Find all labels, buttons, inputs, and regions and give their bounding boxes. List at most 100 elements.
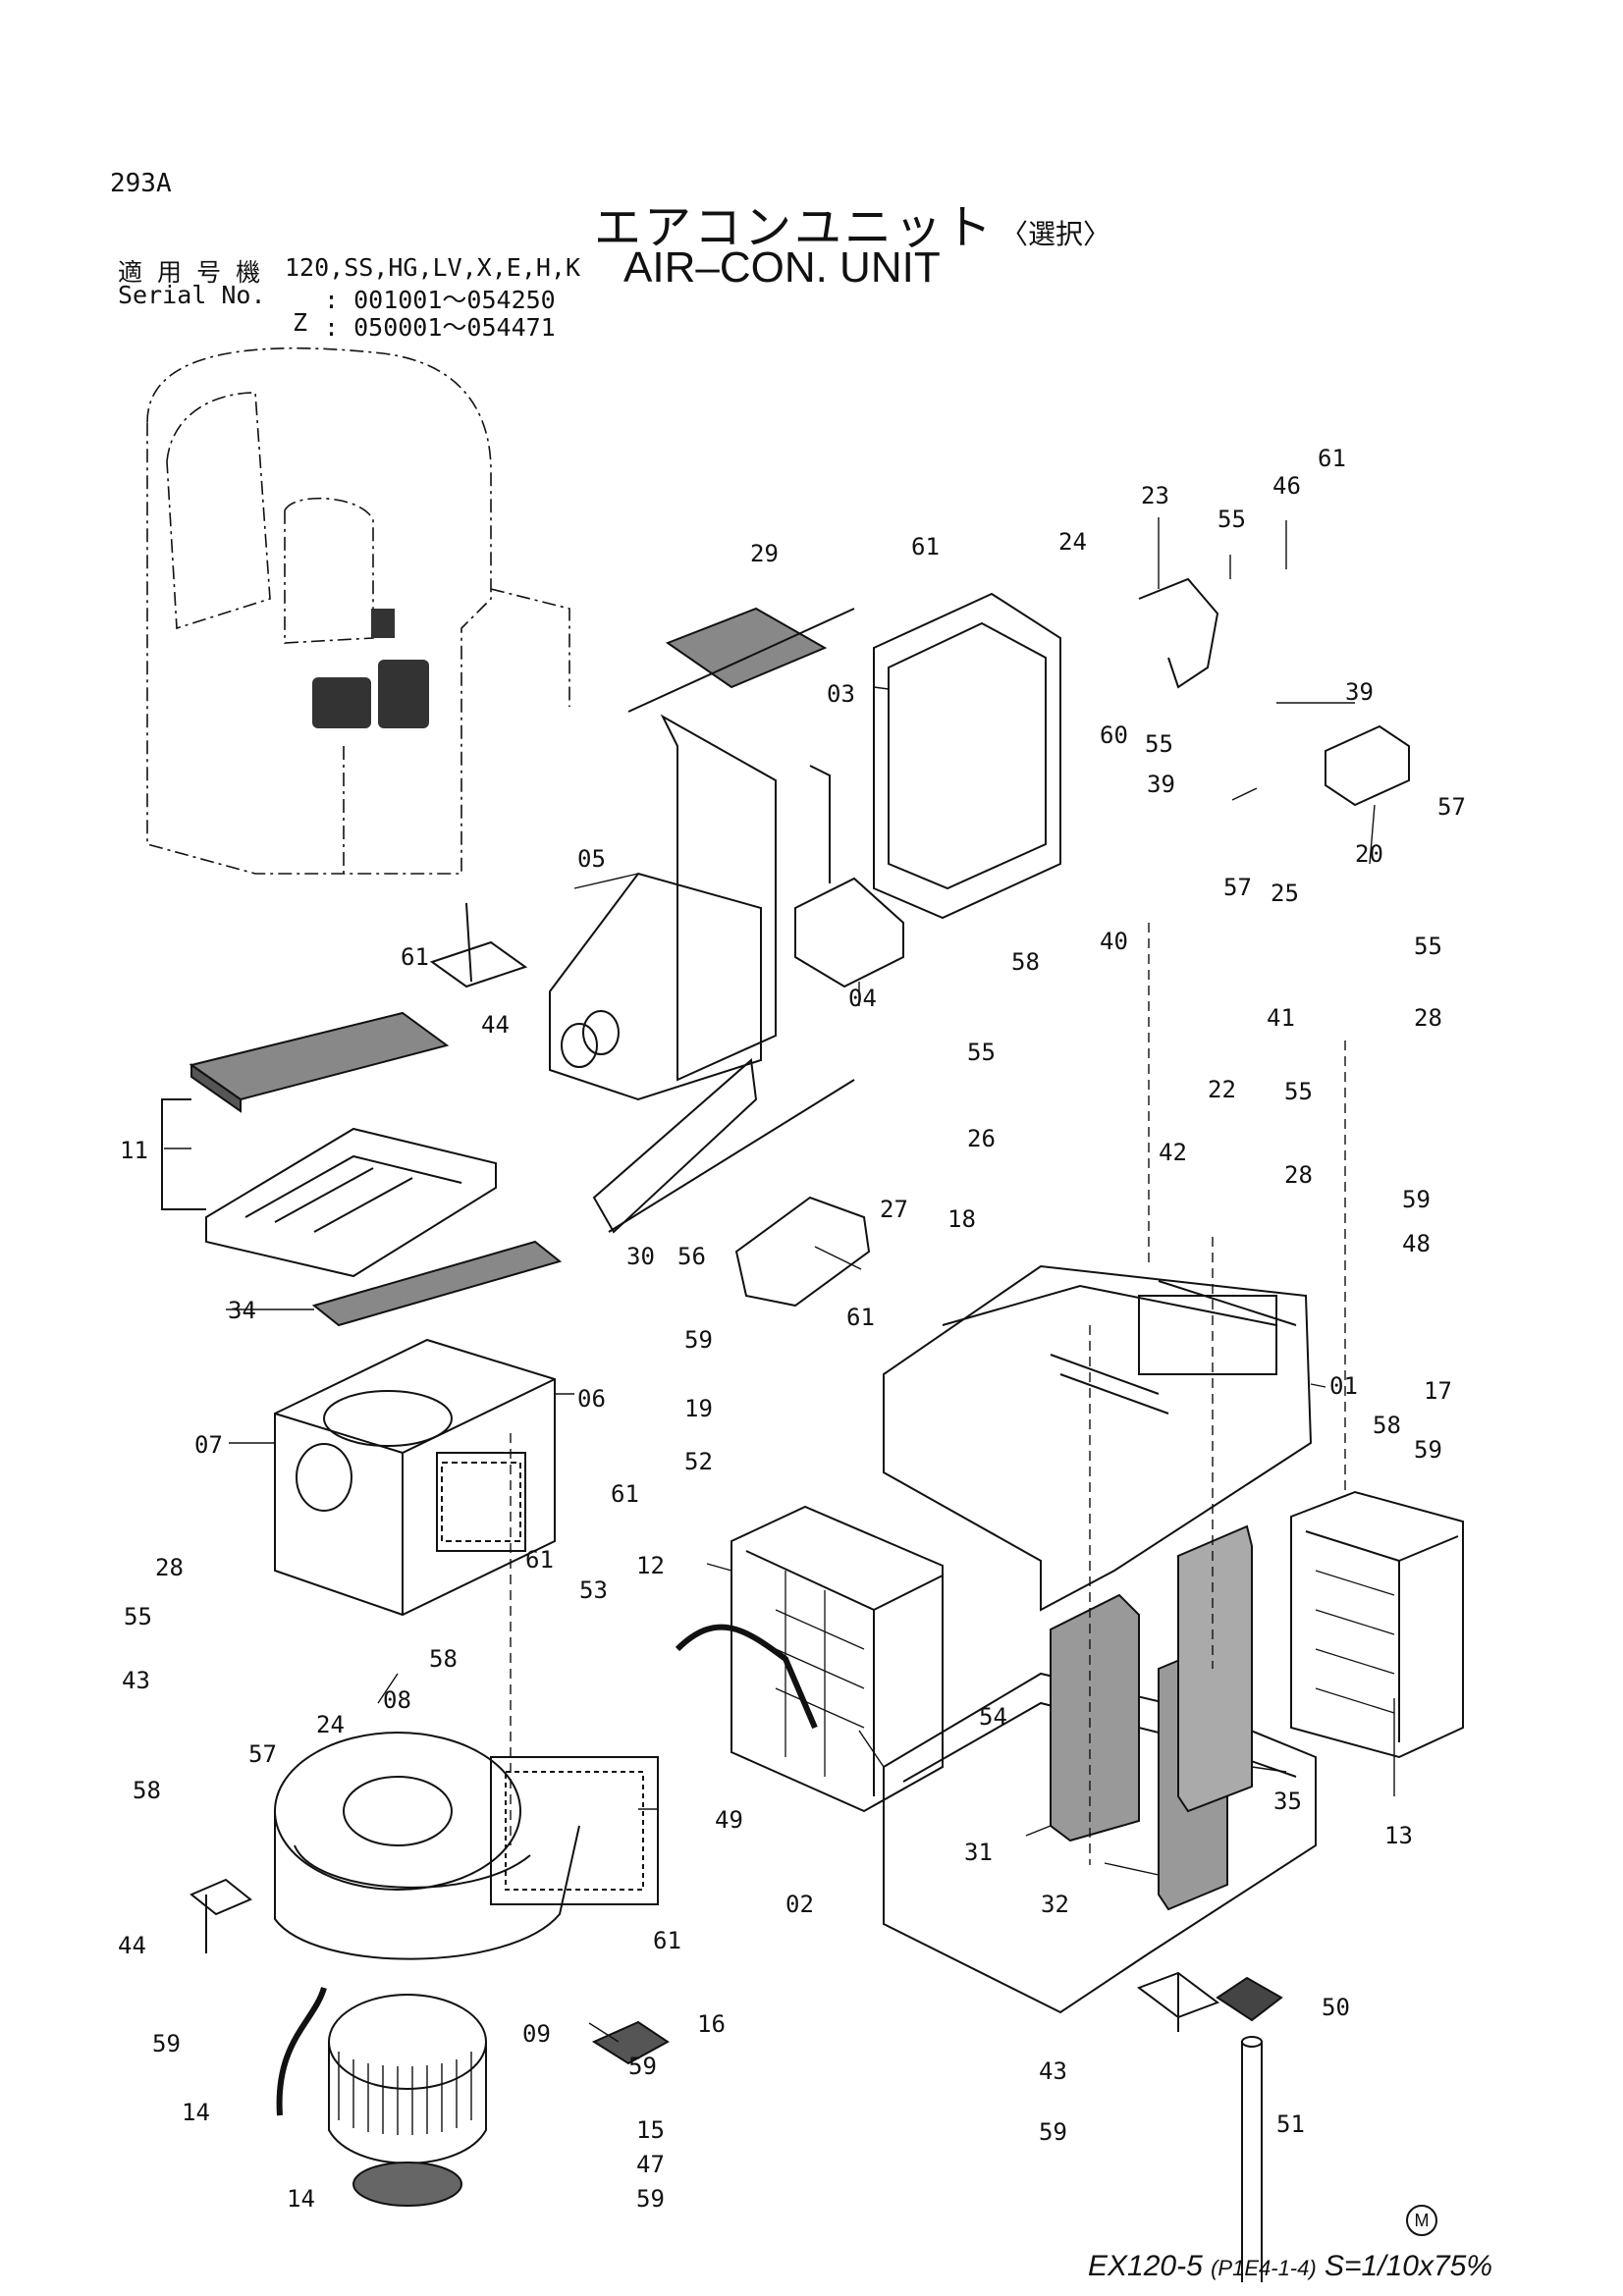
footer-ref: (P1E4-1-4) (1211, 2256, 1317, 2280)
callout-37: 39 (1147, 771, 1175, 798)
callout-46: 46 (1272, 472, 1301, 500)
filter-11-upper (189, 1011, 450, 1113)
callout-53: 53 (579, 1576, 608, 1604)
callout-13: 13 (1384, 1822, 1413, 1849)
callout-43: 43 (1039, 2057, 1067, 2085)
callout-30: 29 (750, 540, 779, 567)
callout-59-g: 59 (636, 2185, 665, 2213)
callout-17: 17 (1424, 1377, 1452, 1405)
callout-61-f: 61 (525, 1546, 554, 1574)
heater-core-13 (1290, 1490, 1464, 1759)
serial-range-1: : 001001～054250 (324, 286, 556, 314)
callout-09: 09 (522, 2020, 551, 2048)
callout-39-a: 40 (1100, 928, 1128, 955)
main-case-01 (883, 1264, 1313, 1612)
callout-33: 31 (964, 1839, 993, 1866)
callout-57-c: 57 (248, 1740, 277, 1768)
callout-58-d: 58 (133, 1777, 161, 1804)
callout-28-b: 28 (1284, 1161, 1313, 1189)
hose-16 (276, 1987, 327, 2116)
actuator-21 (1325, 724, 1410, 807)
filter-36 (311, 1240, 563, 1327)
damper-35 (1177, 1524, 1253, 1813)
resistor-19 (591, 2020, 670, 2065)
callout-60: 60 (1100, 721, 1128, 749)
bracket-11 (161, 1098, 206, 1210)
callout-56: 56 (677, 1243, 706, 1270)
callout-61-a: 61 (911, 533, 940, 561)
pad-50 (1216, 1976, 1283, 2022)
callout-55-a: 55 (1217, 506, 1246, 533)
callout-01: 01 (1329, 1372, 1358, 1400)
footer-reference: EX120-5 (P1E4-1-4) S=1/10x75% (1088, 2250, 1492, 2283)
callout-59-f: 59 (1039, 2118, 1067, 2146)
damper-33 (1050, 1593, 1140, 1842)
title-japanese: エアコンユニット〈選択〉 (594, 188, 1110, 257)
blower-case-08-09 (274, 1732, 580, 1960)
callout-51: 51 (1276, 2110, 1305, 2138)
callout-08: 08 (383, 1686, 411, 1714)
callout-57-a: 57 (1437, 793, 1466, 821)
callout-55-e: 55 (1284, 1078, 1313, 1105)
callout-59-b: 59 (684, 1326, 713, 1354)
door-31 (734, 1196, 871, 1308)
evaporator-12 (730, 1505, 944, 1813)
callout-29: 28 (155, 1554, 184, 1581)
revision-mark: M (1406, 2205, 1437, 2236)
callout-57-b: 57 (1223, 874, 1252, 901)
callout-31: 27 (880, 1196, 908, 1223)
cab-outline (146, 347, 570, 875)
callout-23: 24 (316, 1711, 345, 1738)
bracket-43 (1136, 1971, 1220, 2032)
callout-02: 02 (785, 1891, 814, 1918)
callout-61-g: 61 (653, 1927, 681, 1954)
footer-scale: S=1/10x75% (1325, 2250, 1492, 2282)
callout-59-e: 59 (628, 2053, 657, 2080)
dashed-guide-lines (510, 923, 1346, 1865)
pipe-assembly (675, 1624, 818, 1730)
bracket-42 (429, 902, 528, 988)
callout-11: 11 (120, 1137, 148, 1164)
callout-47: 47 (636, 2151, 665, 2178)
leader-lines (164, 517, 1395, 2043)
callout-54: 54 (979, 1703, 1007, 1731)
callout-21: 20 (1355, 840, 1383, 868)
blower-motor-14 (328, 1994, 487, 2207)
shaft-32 (608, 1079, 855, 1233)
callout-34: 32 (1041, 1891, 1069, 1918)
applicability-models: 120,SS,HG,LV,X,E,H,K (285, 253, 581, 282)
callout-28-a: 28 (1414, 1004, 1442, 1032)
actuator-04 (794, 765, 904, 988)
callout-61-e: 61 (611, 1480, 639, 1508)
callout-42: 44 (481, 1011, 510, 1039)
title-japanese-suffix: 〈選択〉 (1001, 218, 1111, 250)
callout-19: 16 (697, 2010, 726, 2038)
callout-61-d: 61 (846, 1304, 875, 1331)
guide-line-30 (627, 608, 855, 713)
shaft-plate-32 (592, 1058, 758, 1234)
control-box-03 (873, 592, 1061, 920)
bracket-24 (1138, 577, 1219, 689)
serial-range-2: : 050001～054471 (324, 313, 556, 342)
serial-label: Serial No. (118, 281, 266, 309)
drain-hose-51-top (1241, 2036, 1263, 2048)
serial-prefix-2: Z (293, 308, 308, 337)
callout-58-c: 58 (429, 1645, 458, 1673)
callout-39-b: 41 (1267, 1004, 1295, 1032)
callout-07: 07 (194, 1431, 223, 1459)
footer-model: EX120-5 (1088, 2250, 1203, 2282)
callout-59-a: 59 (1402, 1186, 1431, 1213)
callout-50: 50 (1322, 1994, 1350, 2021)
cab-aircon-silhouette (312, 609, 429, 728)
callout-15: 15 (636, 2116, 665, 2144)
callout-58-a: 58 (1011, 948, 1040, 976)
callout-38: 39 (1345, 678, 1374, 706)
callout-55-c: 55 (1414, 933, 1442, 960)
drain-hose-51 (1241, 2042, 1263, 2282)
callout-05: 05 (577, 845, 606, 873)
callout-14: 14 (287, 2185, 315, 2213)
callout-61-c: 61 (401, 943, 429, 971)
callout-26: 25 (1271, 880, 1299, 907)
callout-55-b: 55 (1145, 730, 1173, 758)
callout-25: 24 (1058, 528, 1087, 556)
